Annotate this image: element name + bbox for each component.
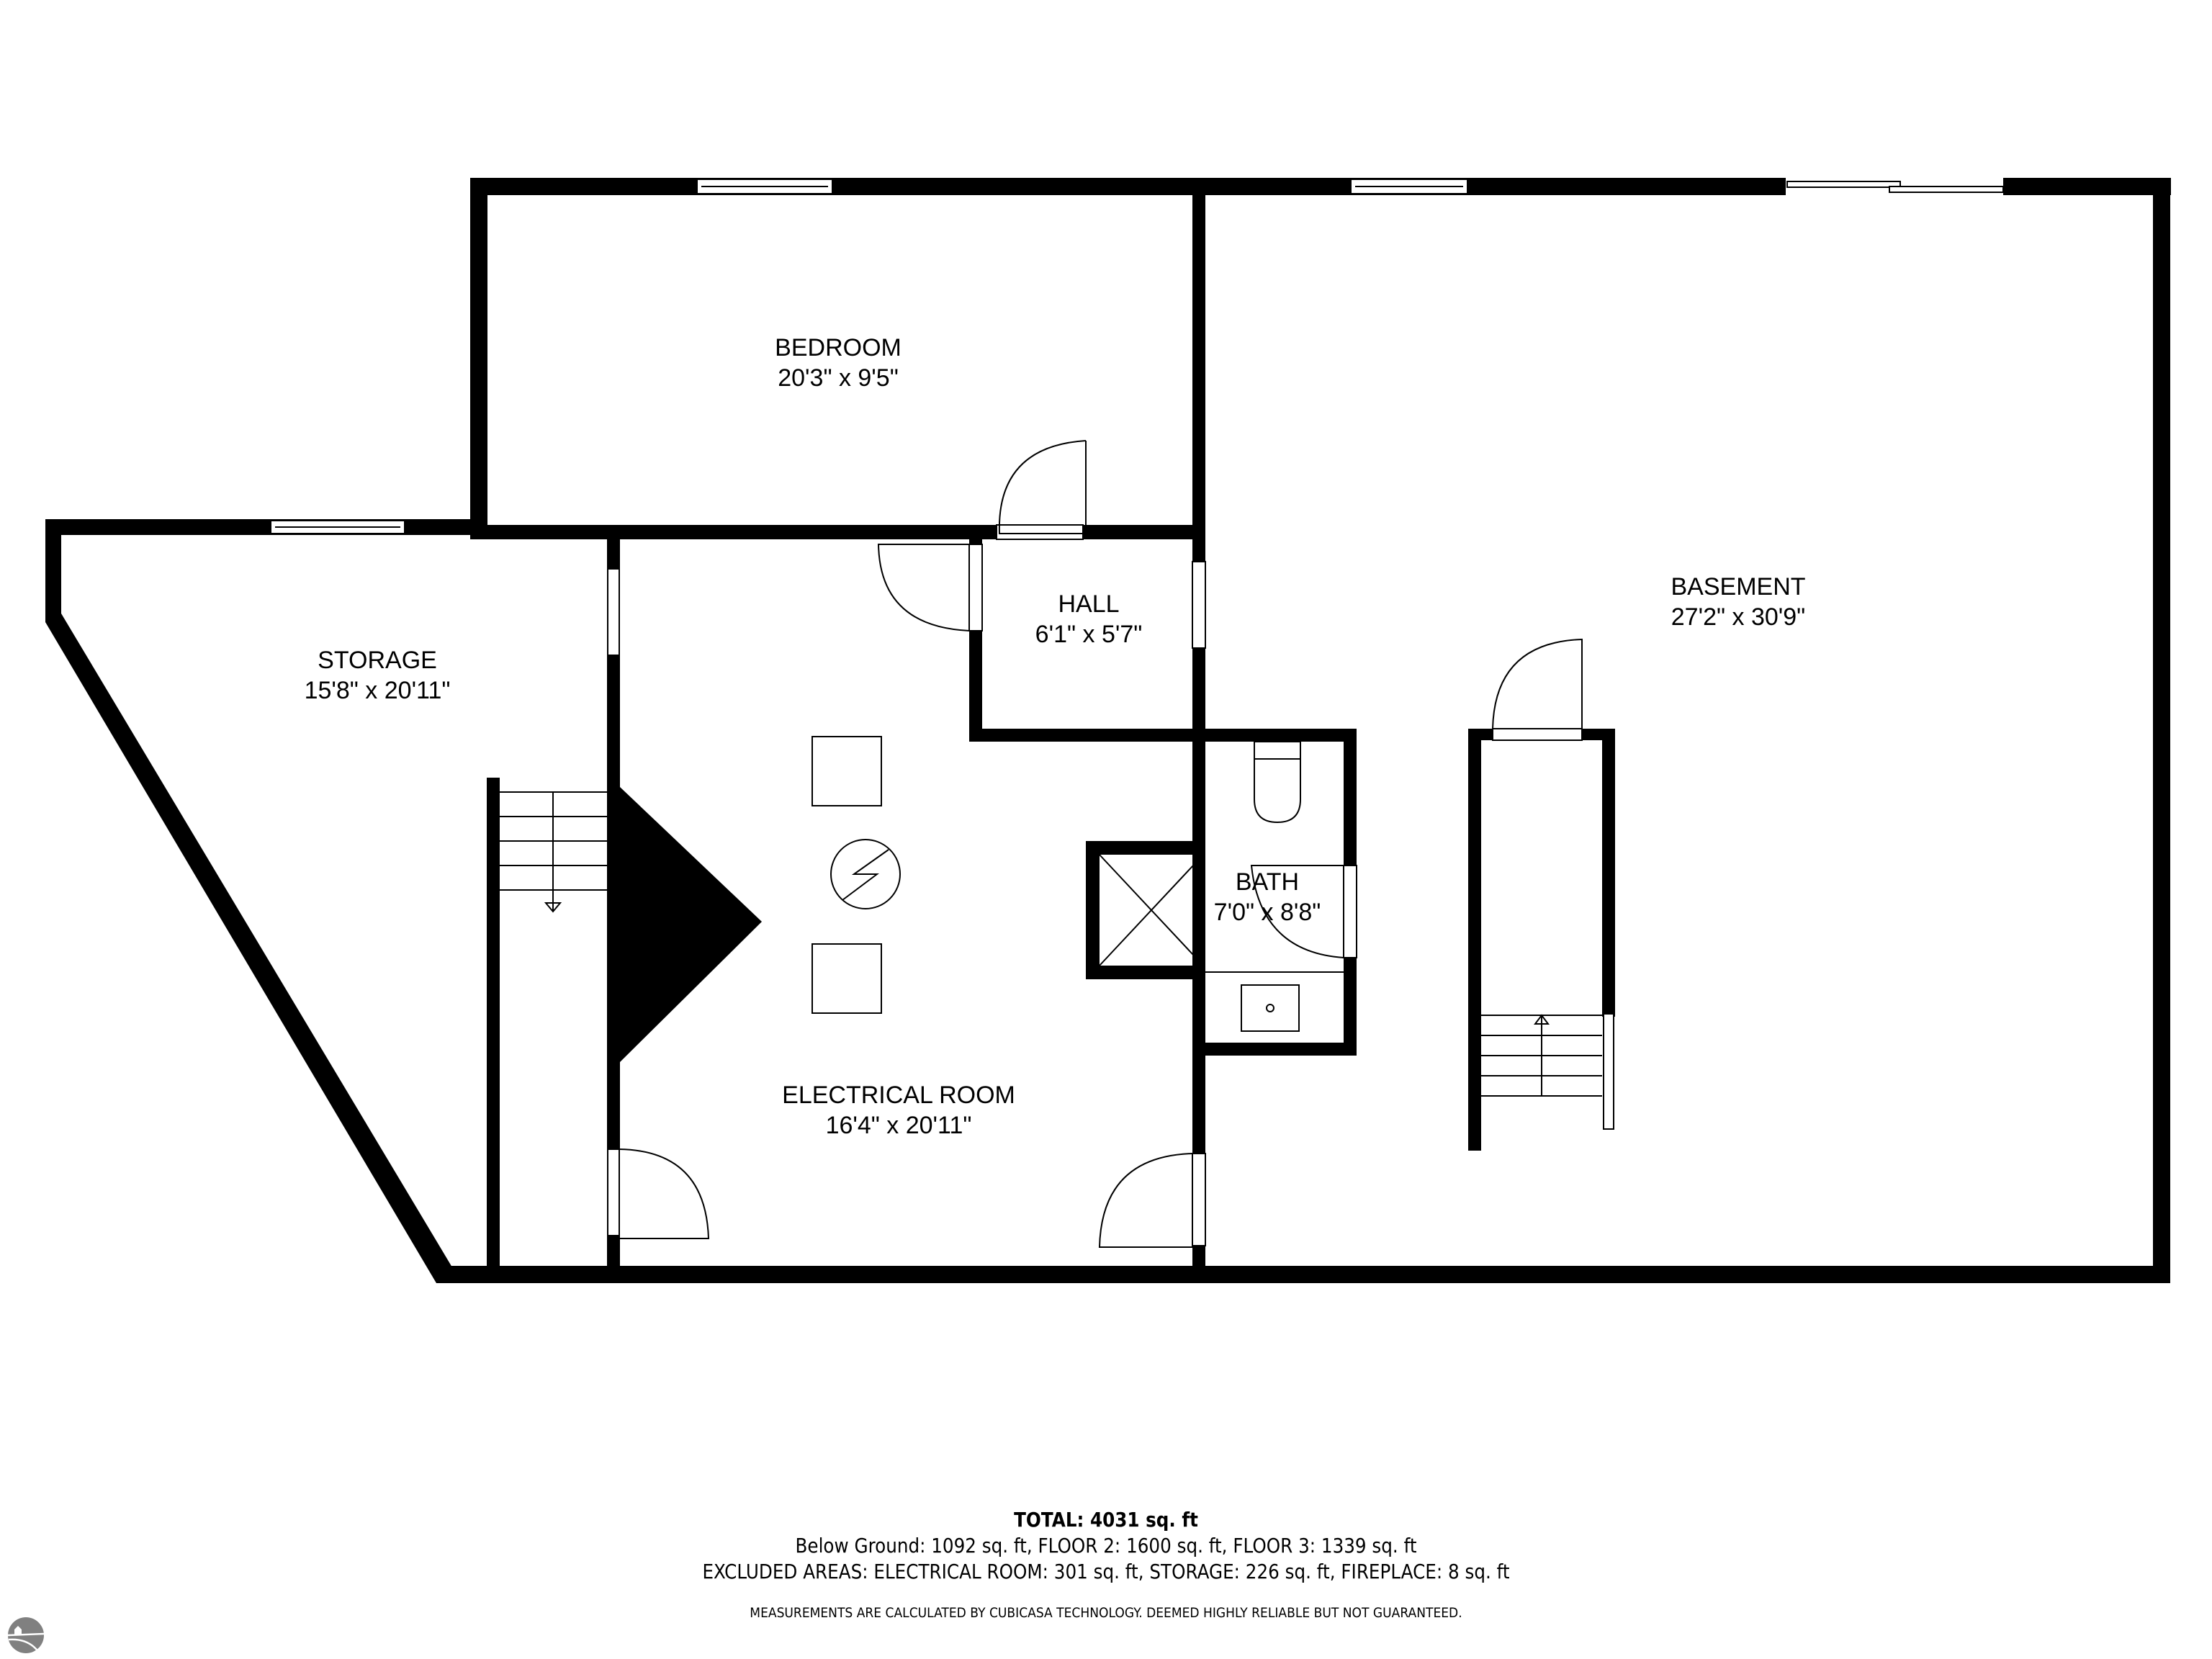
house-landscape-logo-icon [7,1617,45,1653]
room-name: BATH [1235,868,1300,896]
utility-box-top [811,736,882,806]
room-electrical: ELECTRICAL ROOM 16'4" x 20'11" [782,1080,1015,1141]
room-basement: BASEMENT 27'2" x 30'9" [1671,572,1805,632]
hall-door [877,544,970,631]
shower-icon [1098,853,1205,967]
toilet-tank [1254,741,1301,760]
room-dimensions: 27'2" x 30'9" [1671,603,1806,631]
sliding-panel-2 [1889,186,2004,193]
room-dimensions: 20'3" x 9'5" [778,364,899,392]
stairs-up-icon [1481,1014,1602,1097]
room-dimensions: 16'4" x 20'11" [825,1112,972,1139]
total-area: TOTAL: 4031 sq. ft [1014,1508,1198,1532]
room-name: BEDROOM [775,334,902,361]
room-dimensions: 6'1" x 5'7" [1035,621,1143,648]
door-swings [619,440,1583,1248]
bedroom-door [998,440,1087,534]
room-bath: BATH 7'0" x 8'8" [1214,867,1321,927]
room-name: BASEMENT [1671,573,1806,601]
room-name: ELECTRICAL ROOM [782,1082,1015,1109]
excluded-areas: EXCLUDED AREAS: ELECTRICAL ROOM: 301 sq.… [702,1560,1510,1583]
utility-box-bottom [811,943,882,1014]
stairs-down-icon [500,791,607,913]
bath-fixtures [1098,741,1344,1032]
bath-door [1250,865,1344,958]
toilet-bowl-icon [1254,759,1301,824]
room-name: HALL [1058,590,1120,618]
room-name: STORAGE [318,647,437,674]
fireplace [620,787,762,1062]
room-bedroom: BEDROOM 20'3" x 9'5" [775,333,902,393]
room-dimensions: 15'8" x 20'11" [304,677,451,704]
electrical-panel-icon [830,839,901,909]
openings [270,177,2004,1246]
stair-door [1492,638,1583,729]
storage-electrical-door [619,1148,710,1239]
sliding-panel-1 [1786,181,1901,188]
room-dimensions: 7'0" x 8'8" [1213,899,1321,926]
floor-areas: Below Ground: 1092 sq. ft, FLOOR 2: 1600… [795,1534,1417,1557]
disclaimer: MEASUREMENTS ARE CALCULATED BY CUBICASA … [750,1605,1462,1621]
electrical-fixtures [811,736,901,1014]
electrical-basement-door [1098,1153,1193,1248]
room-hall: HALL 6'1" x 5'7" [1035,589,1143,649]
sink-icon [1241,984,1300,1032]
walls [45,178,2171,1283]
room-storage: STORAGE 15'8" x 20'11" [305,645,451,706]
